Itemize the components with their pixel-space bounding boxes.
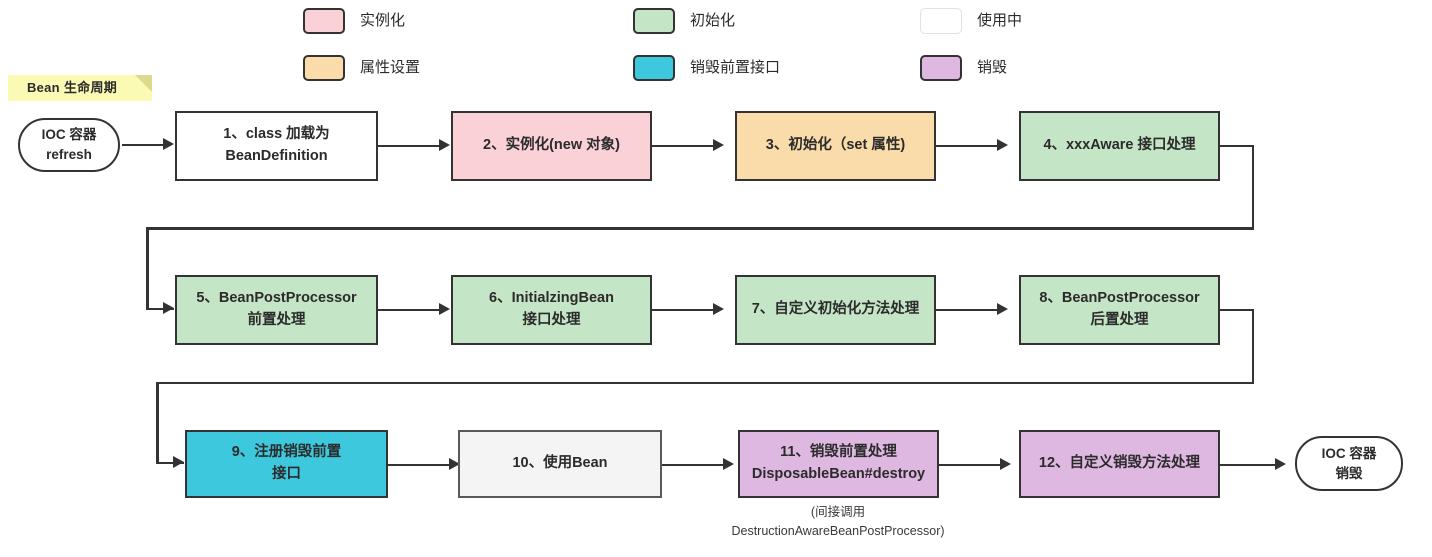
step-box-11-line2: DisposableBean#destroy: [751, 466, 926, 482]
connector-12-to-end: [1220, 463, 1276, 466]
connector-1-to-2: [378, 144, 440, 147]
legend-label-instantiate: 实例化: [360, 12, 406, 29]
arrowhead-2-to-3: [713, 139, 724, 151]
arrowhead-7-to-8: [997, 303, 1008, 315]
arrowhead-4-to-5: [163, 302, 174, 314]
step-11-note: (间接调用 DestructionAwareBeanPostProcessor): [688, 503, 988, 541]
step-box-2-line1: 2、实例化(new 对象): [483, 137, 620, 154]
step-11-note-line2: DestructionAwareBeanPostProcessor): [731, 523, 945, 538]
step-box-7-line1: 7、自定义初始化方法处理: [751, 301, 920, 318]
step-box-11[interactable]: 11、销毁前置处理 DisposableBean#destroy: [738, 430, 939, 498]
legend-label-initialize: 初始化: [690, 12, 736, 29]
step-box-1-line2: BeanDefinition: [225, 148, 328, 164]
connector-8-to-9-seg5: [156, 461, 184, 464]
connector-start-to-1: [122, 143, 164, 146]
step-11-note-line1: (间接调用: [810, 505, 866, 519]
step-box-3[interactable]: 3、初始化（set 属性): [735, 111, 936, 181]
legend-swatch-inuse: [920, 8, 962, 34]
arrowhead-5-to-6: [439, 303, 450, 315]
arrowhead-1-to-2: [439, 139, 450, 151]
legend-swatch-predestroy: [633, 55, 675, 81]
legend-label-inuse: 使用中: [977, 12, 1023, 29]
connector-10-to-11: [662, 463, 724, 466]
arrowhead-start-to-1: [163, 138, 174, 150]
arrowhead-6-to-7: [713, 303, 724, 315]
node-ioc-refresh-line2: refresh: [46, 147, 92, 162]
connector-6-to-7: [652, 308, 714, 311]
step-box-3-line1: 3、初始化（set 属性): [765, 137, 906, 154]
step-box-8-line2: 后置处理: [1090, 312, 1149, 328]
step-box-5-line1: 5、BeanPostProcessor: [196, 290, 357, 307]
connector-8-to-9-seg2: [1251, 308, 1254, 384]
node-ioc-refresh[interactable]: IOC 容器 refresh: [18, 118, 120, 172]
connector-5-to-6: [378, 308, 440, 311]
legend-swatch-destroy: [920, 55, 962, 81]
legend-swatch-instantiate: [303, 8, 345, 34]
step-box-6[interactable]: 6、InitialzingBean 接口处理: [451, 275, 652, 345]
step-box-8[interactable]: 8、BeanPostProcessor 后置处理: [1019, 275, 1220, 345]
step-box-11-line1: 11、销毁前置处理: [780, 444, 897, 461]
connector-4-to-5-seg2: [1251, 144, 1254, 229]
node-ioc-destroy-line2: 销毁: [1335, 465, 1363, 481]
connector-7-to-8: [936, 308, 998, 311]
arrowhead-11-to-12: [1000, 458, 1011, 470]
step-box-5-line2: 前置处理: [247, 312, 306, 328]
connector-4-to-5-seg5: [146, 307, 174, 310]
node-ioc-destroy[interactable]: IOC 容器 销毁: [1295, 436, 1403, 491]
connector-8-to-9-seg1: [1220, 308, 1254, 311]
step-box-1[interactable]: 1、class 加载为 BeanDefinition: [175, 111, 378, 181]
connector-2-to-3: [652, 144, 714, 147]
arrowhead-8-to-9: [173, 456, 184, 468]
arrowhead-9-to-10: [449, 458, 460, 470]
step-box-7[interactable]: 7、自定义初始化方法处理: [735, 275, 936, 345]
step-box-1-line1: 1、class 加载为: [223, 126, 330, 143]
node-ioc-destroy-line1: IOC 容器: [1321, 445, 1377, 461]
step-box-12-line1: 12、自定义销毁方法处理: [1038, 455, 1201, 472]
step-box-5[interactable]: 5、BeanPostProcessor 前置处理: [175, 275, 378, 345]
banner-fold-corner: [135, 75, 152, 92]
connector-9-to-10: [388, 463, 450, 466]
legend-label-predestroy: 销毁前置接口: [690, 59, 781, 76]
lifecycle-banner: Bean 生命周期: [8, 75, 152, 101]
legend-swatch-initialize: [633, 8, 675, 34]
step-box-6-line2: 接口处理: [522, 312, 581, 328]
connector-4-to-5-seg4: [146, 227, 149, 309]
arrowhead-10-to-11: [723, 458, 734, 470]
step-box-8-line1: 8、BeanPostProcessor: [1039, 290, 1200, 307]
legend-label-destroy: 销毁: [977, 59, 1008, 76]
arrowhead-12-to-end: [1275, 458, 1286, 470]
step-box-10[interactable]: 10、使用Bean: [458, 430, 662, 498]
connector-3-to-4: [936, 144, 998, 147]
connector-11-to-12: [939, 463, 1001, 466]
step-box-12[interactable]: 12、自定义销毁方法处理: [1019, 430, 1220, 498]
step-box-6-line1: 6、InitialzingBean: [489, 290, 614, 307]
step-box-4-line1: 4、xxxAware 接口处理: [1043, 137, 1196, 154]
legend-label-populate: 属性设置: [360, 59, 421, 76]
lifecycle-banner-label: Bean 生命周期: [26, 80, 118, 95]
step-box-2[interactable]: 2、实例化(new 对象): [451, 111, 652, 181]
step-box-9[interactable]: 9、注册销毁前置 接口: [185, 430, 388, 498]
legend-swatch-populate: [303, 55, 345, 81]
step-box-9-line2: 接口: [272, 466, 301, 482]
connector-4-to-5-seg3: [146, 227, 1254, 230]
node-ioc-refresh-line1: IOC 容器: [41, 127, 97, 143]
step-box-10-line1: 10、使用Bean: [512, 455, 608, 472]
arrowhead-3-to-4: [997, 139, 1008, 151]
step-box-9-line1: 9、注册销毁前置: [231, 444, 342, 461]
connector-8-to-9-seg4: [156, 381, 159, 462]
step-box-4[interactable]: 4、xxxAware 接口处理: [1019, 111, 1220, 181]
connector-8-to-9-seg3: [156, 381, 1254, 384]
connector-4-to-5-seg1: [1220, 144, 1254, 147]
